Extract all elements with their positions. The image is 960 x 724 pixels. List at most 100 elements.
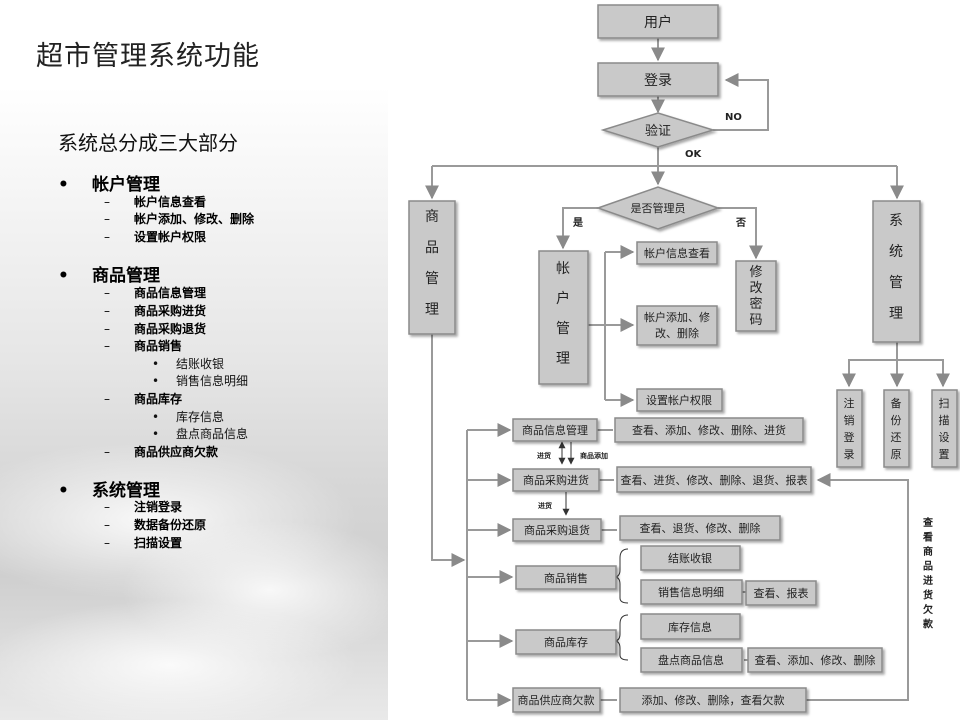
node-label: 商品采购进货: [523, 473, 589, 487]
node-label: 帐户信息查看: [644, 246, 710, 260]
sub-list-item: •销售信息明细: [152, 372, 248, 389]
node-purchase: 商品采购进货: [512, 468, 600, 492]
node-verify: 验证: [600, 112, 716, 148]
section-label: 商品管理: [92, 266, 160, 286]
bullet-icon: •: [58, 266, 69, 286]
node-sales-detail: 销售信息明细: [640, 579, 743, 605]
section-label: 帐户管理: [92, 175, 160, 195]
connector-line: [556, 207, 598, 250]
node-box: [931, 389, 958, 468]
node-supplier-ops: 添加、修改、删除，查看欠款: [619, 687, 807, 713]
node-label: 查看、添加、修改、删除、进货: [632, 423, 786, 437]
node-box: [640, 613, 741, 640]
node-label: 扫描设置: [939, 397, 950, 461]
node-sales-detail-ops: 查看、报表: [745, 580, 817, 606]
node-box: [512, 418, 598, 442]
node-box: [619, 515, 781, 541]
left-panel: 超市管理系统功能 系统总分成三大部分 •帐户管理 –帐户信息查看 –帐户添加、修…: [0, 0, 388, 720]
dash-icon: –: [104, 212, 110, 226]
node-stock-check: 盘点商品信息: [640, 647, 743, 673]
list-item: – 数据备份还原: [104, 516, 206, 533]
node-box: [872, 200, 921, 343]
edge-label-deny: 否: [735, 217, 746, 229]
node-box: [636, 241, 718, 265]
edge-label-add: 商品添加: [580, 451, 608, 460]
node-box: [597, 4, 719, 39]
list-item-label: 注销登录: [134, 500, 183, 514]
dash-icon: –: [104, 339, 110, 353]
small-bullet-icon: •: [152, 427, 160, 441]
node-box: [883, 389, 910, 468]
connector-line: [842, 342, 898, 388]
node-box: [512, 468, 600, 492]
node-label: 商品供应商欠款: [518, 693, 595, 707]
node-supplier: 商品供应商欠款: [512, 687, 601, 713]
node-label: 商品管理: [425, 209, 439, 318]
dash-icon: –: [104, 392, 110, 406]
node-purchase-ops: 查看、进货、修改、删除、退货、报表: [616, 466, 812, 493]
text-line: 看: [923, 531, 933, 544]
text-line: 录: [844, 448, 855, 461]
node-box: [747, 647, 883, 673]
connector-line: [713, 73, 769, 131]
section-goods: • 商品管理: [58, 261, 160, 286]
list-item-label: 帐户信息查看: [134, 195, 207, 209]
text-line: 帐: [556, 261, 570, 277]
list-item: –商品信息管理: [104, 284, 206, 301]
section-system: •系统管理: [58, 476, 160, 501]
small-bullet-icon: •: [152, 357, 160, 371]
connector-line: [718, 207, 763, 260]
list-item-label: 商品信息管理: [134, 286, 207, 300]
text-line: 注: [844, 396, 855, 410]
text-line: 原: [891, 448, 902, 461]
node-box: [515, 565, 617, 590]
dash-icon: –: [104, 500, 110, 514]
list-item: –扫描设置: [104, 534, 182, 551]
text-line: 商: [425, 209, 439, 225]
node-box: [836, 389, 863, 468]
node-stock: 商品库存: [515, 629, 617, 655]
node-is-admin: 是否管理员: [595, 186, 721, 230]
dash-icon: –: [104, 304, 110, 318]
text-line: 管: [425, 271, 439, 287]
node-sys-logout: 注销登录: [836, 389, 863, 468]
node-label: 添加、修改、删除，查看欠款: [642, 693, 785, 707]
text-line: 户: [556, 290, 570, 307]
node-label: 是否管理员: [631, 201, 686, 215]
node-label: 盘点商品信息: [658, 653, 724, 667]
node-sales: 商品销售: [515, 565, 617, 590]
dash-icon: –: [104, 195, 110, 209]
sub-list-item: •结账收银: [152, 355, 224, 372]
node-box: [616, 466, 812, 493]
node-sys-scan: 扫描设置: [931, 389, 958, 468]
flowchart: 用户 登录 验证 NO OK 是否管理员 是 否 商品管理 帐户管理 修改密码 …: [408, 4, 958, 713]
node-box: [640, 647, 743, 673]
node-label: 查看、进货、修改、删除、退货、报表: [621, 473, 808, 487]
text-line: 品: [425, 240, 439, 256]
text-line: 码: [749, 313, 762, 328]
node-sys-backup: 备份还原: [883, 389, 910, 468]
decision-diamond: [600, 112, 716, 148]
node-label: 修改密码: [749, 265, 762, 328]
node-label: 设置帐户权限: [646, 393, 712, 407]
text-line: 描: [939, 413, 950, 427]
slide-subtitle: 系统总分成三大部分: [58, 131, 238, 155]
node-label: 商品信息管理: [522, 423, 588, 437]
node-box: [640, 579, 743, 605]
edge-label-yes: 是: [572, 217, 583, 229]
node-box: [512, 518, 602, 542]
edge-label-ok: OK: [685, 149, 703, 160]
node-checkout: 结账收银: [640, 545, 741, 571]
slide-title: 超市管理系统功能: [36, 41, 260, 72]
list-item-label: 扫描设置: [134, 536, 183, 550]
text-line: 密: [749, 296, 762, 312]
section-label: 系统管理: [92, 481, 160, 501]
node-box: [636, 305, 718, 346]
dash-icon: –: [104, 518, 110, 532]
node-label: 帐户管理: [556, 261, 570, 367]
node-stock-check-ops: 查看、添加、修改、删除: [747, 647, 883, 673]
node-label: 查看、添加、修改、删除: [755, 653, 876, 667]
node-label: 销售信息明细: [658, 585, 724, 599]
list-item-label: 数据备份还原: [134, 518, 207, 532]
list-item: – 注销登录: [104, 498, 182, 515]
